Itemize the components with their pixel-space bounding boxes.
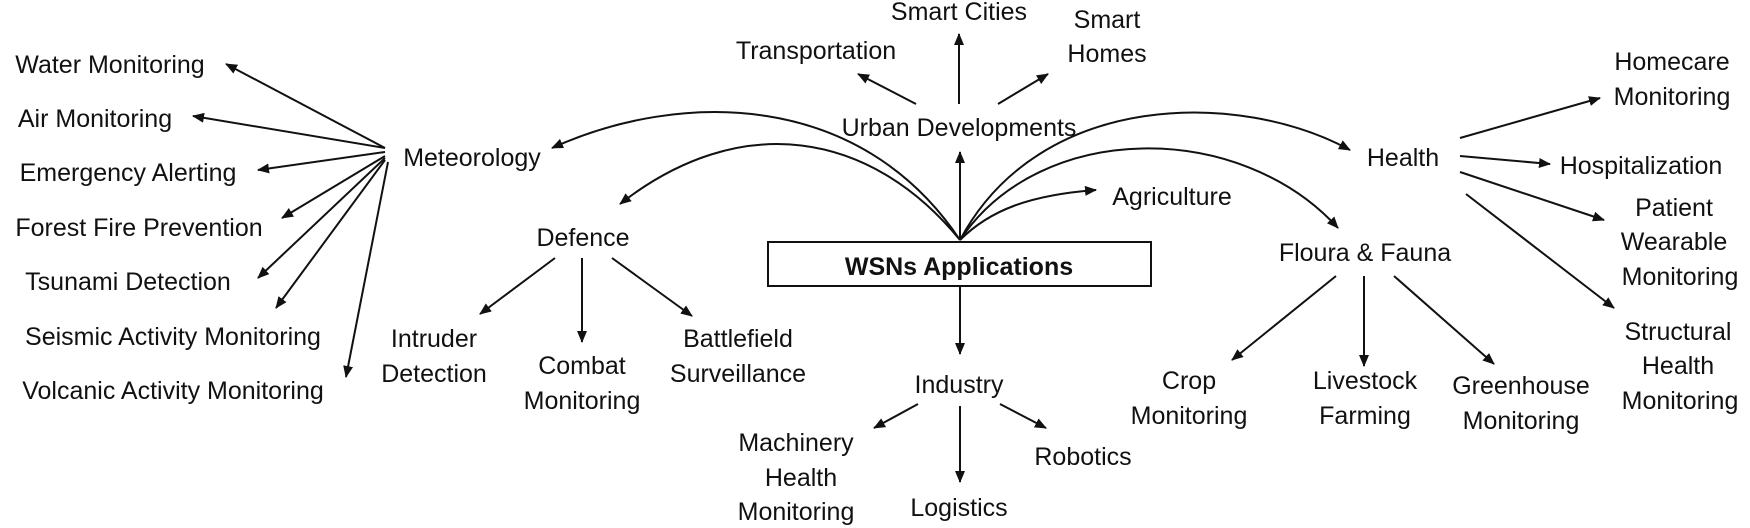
item-livestock-farming-line1: Livestock <box>1313 367 1418 395</box>
arrow-industry-to-machinery <box>873 403 919 429</box>
arrow-root-to-agriculture <box>959 185 1097 241</box>
arrow-health-to-hospitalization <box>1459 155 1551 169</box>
item-greenhouse-monitoring-line2: Monitoring <box>1463 407 1580 435</box>
arrow-flora-to-crop <box>1231 275 1337 361</box>
arrow-meteorology-to-forest-fire <box>281 155 386 219</box>
item-machinery-health-monitoring-line2: Health <box>765 464 837 492</box>
item-crop-monitoring-line2: Monitoring <box>1131 402 1248 430</box>
category-industry: Industry <box>915 371 1004 399</box>
item-combat-monitoring-line2: Monitoring <box>524 387 641 415</box>
item-homecare-monitoring-line1: Homecare <box>1614 48 1729 76</box>
arrow-flora-to-greenhouse <box>1393 275 1495 365</box>
item-patient-wearable-monitoring-line1: Patient <box>1635 194 1713 222</box>
item-battlefield-surveillance-line2: Surveillance <box>670 360 806 388</box>
category-urban-developments: Urban Developments <box>842 114 1077 142</box>
item-structural-health-monitoring-line3: Monitoring <box>1622 387 1739 415</box>
item-machinery-health-monitoring-line1: Machinery <box>738 429 854 457</box>
item-patient-wearable-monitoring-line2: Wearable <box>1621 228 1728 256</box>
item-machinery-health-monitoring-line3: Monitoring <box>738 498 855 526</box>
item-emergency-alerting: Emergency Alerting <box>20 159 237 187</box>
item-air-monitoring: Air Monitoring <box>18 105 172 133</box>
item-smart-homes-line2: Homes <box>1067 40 1146 68</box>
root-box <box>767 241 1152 287</box>
arrow-defence-to-intruder <box>479 257 556 315</box>
item-tsunami-detection: Tsunami Detection <box>25 268 231 296</box>
arrow-meteorology-to-volcanic <box>343 161 389 378</box>
arrow-health-to-patient <box>1459 171 1605 222</box>
category-agriculture: Agriculture <box>1112 183 1232 211</box>
item-smart-cities: Smart Cities <box>891 0 1027 26</box>
item-intruder-detection-line1: Intruder <box>391 325 477 353</box>
arrow-meteorology-to-water <box>225 63 386 149</box>
item-transportation: Transportation <box>736 37 896 65</box>
item-patient-wearable-monitoring-line3: Monitoring <box>1622 263 1739 291</box>
item-combat-monitoring-line1: Combat <box>538 352 626 380</box>
arrow-root-to-flora-fauna <box>959 147 1339 241</box>
root-label: WSNs Applications <box>845 253 1073 281</box>
category-health: Health <box>1367 144 1439 172</box>
item-structural-health-monitoring-line1: Structural <box>1625 318 1732 346</box>
arrow-urban-to-smart-homes <box>997 73 1049 105</box>
arrow-health-to-structural <box>1465 193 1615 309</box>
arrows-layer <box>192 33 1615 483</box>
item-smart-homes-line1: Smart <box>1074 6 1141 34</box>
item-greenhouse-monitoring-line1: Greenhouse <box>1452 372 1590 400</box>
category-meteorology: Meteorology <box>403 144 541 172</box>
category-flora-fauna: Floura & Fauna <box>1279 239 1451 267</box>
item-water-monitoring: Water Monitoring <box>15 51 204 79</box>
arrow-root-to-health <box>959 111 1351 241</box>
item-intruder-detection-line2: Detection <box>381 360 487 388</box>
arrow-health-to-homecare <box>1459 96 1601 139</box>
arrow-defence-to-battlefield <box>611 257 693 317</box>
item-logistics: Logistics <box>910 494 1007 522</box>
arrow-urban-to-transportation <box>857 73 917 105</box>
item-forest-fire-prevention: Forest Fire Prevention <box>15 214 262 242</box>
item-crop-monitoring-line1: Crop <box>1162 367 1216 395</box>
category-defence: Defence <box>536 224 629 252</box>
arrow-meteorology-to-emergency <box>257 151 386 174</box>
item-livestock-farming-line2: Farming <box>1319 402 1411 430</box>
item-battlefield-surveillance-line1: Battlefield <box>683 325 793 353</box>
arrow-root-to-defence <box>619 143 961 241</box>
item-robotics: Robotics <box>1034 443 1131 471</box>
item-homecare-monitoring-line2: Monitoring <box>1614 83 1731 111</box>
item-structural-health-monitoring-line2: Health <box>1642 352 1714 380</box>
arrow-meteorology-to-seismic <box>275 159 386 309</box>
item-seismic-activity-monitoring: Seismic Activity Monitoring <box>25 323 321 351</box>
arrow-meteorology-to-tsunami <box>257 157 386 279</box>
item-hospitalization: Hospitalization <box>1560 152 1723 180</box>
item-volcanic-activity-monitoring: Volcanic Activity Monitoring <box>22 377 324 405</box>
arrow-root-to-meteorology <box>551 111 961 241</box>
arrow-meteorology-to-air <box>192 112 386 149</box>
arrow-industry-to-robotics <box>999 403 1047 429</box>
